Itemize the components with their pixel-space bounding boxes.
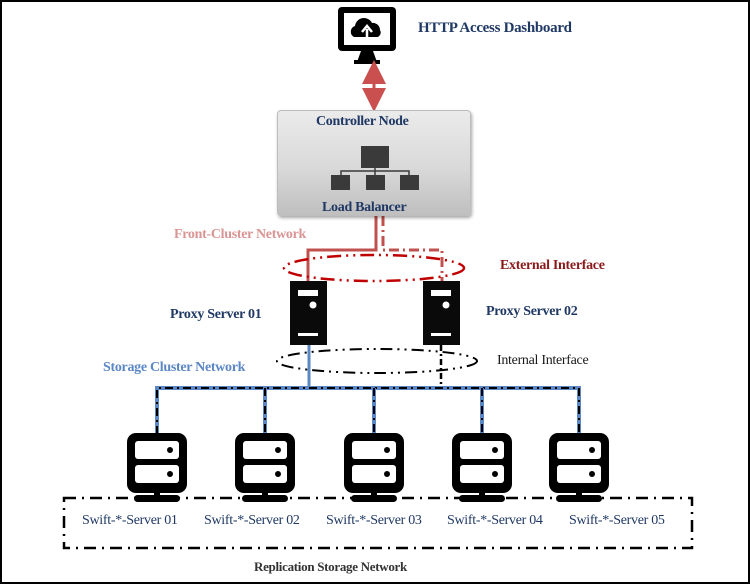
external-interface-ring [282,253,466,283]
proxy-server-01-label: Proxy Server 01 [170,307,262,322]
storage-server-icon [344,433,404,502]
storage-server-icon [235,433,295,502]
front-cluster-network-label: Front-Cluster Network [174,227,306,242]
storage-server-04-label: Swift-*-Server 04 [447,513,543,528]
proxy-server-02-icon [423,281,460,345]
front-cluster-line-dashed [381,216,444,292]
controller-node-box [277,110,471,216]
storage-server-05-label: Swift-*-Server 05 [569,513,665,528]
external-interface-label: External Interface [500,258,605,273]
storage-server-icon [127,433,187,502]
storage-cluster-network-label: Storage Cluster Network [103,360,246,375]
storage-server-01-label: Swift-*-Server 01 [82,513,178,528]
proxy-server-02-label: Proxy Server 02 [486,304,578,319]
hierarchy-icon [331,146,419,190]
replication-network-box [62,496,694,550]
dashboard-label: HTTP Access Dashboard [418,20,572,36]
replication-network-label: Replication Storage Network [254,559,407,574]
proxy-server-01-icon [290,281,327,345]
controller-subtitle: Load Balancer [322,200,407,215]
front-cluster-line-solid [306,216,378,292]
internal-interface-label: Internal Interface [497,353,589,368]
storage-server-03-label: Swift-*-Server 03 [326,513,422,528]
storage-server-icon [452,433,512,502]
controller-title: Controller Node [316,114,409,129]
storage-server-icon [549,433,609,502]
storage-server-02-label: Swift-*-Server 02 [204,513,300,528]
storage-bus [155,386,581,434]
internal-interface-ring [276,348,478,374]
monitor-cloud-upload-icon [338,7,396,64]
